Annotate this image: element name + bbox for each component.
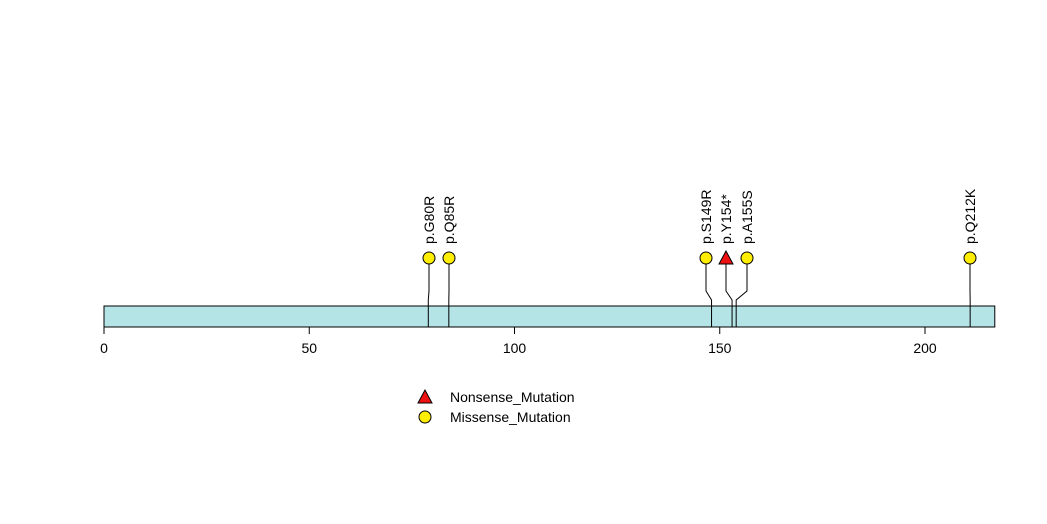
x-tick-label: 200: [913, 340, 937, 356]
mutation-label: p.G80R: [421, 196, 437, 244]
x-tick-label: 100: [503, 340, 527, 356]
missense-mutation-marker: [740, 251, 754, 265]
mutation-label: p.Q85R: [441, 196, 457, 244]
mutation-label: p.S149R: [698, 190, 714, 244]
missense-mutation-marker: [442, 251, 456, 265]
x-tick-label: 150: [708, 340, 732, 356]
lollipop-stem: [705, 258, 713, 327]
lollipop-stem: [735, 258, 748, 327]
x-tick-label: 50: [301, 340, 317, 356]
nonsense-mutation-marker: [718, 249, 734, 265]
missense-mutation-marker: [963, 251, 977, 265]
lollipop-stem: [725, 258, 733, 327]
missense-mutation-marker: [699, 251, 713, 265]
x-tick-label: 0: [100, 340, 108, 356]
missense-mutation-marker: [422, 251, 436, 265]
mutation-label: p.Q212K: [962, 188, 978, 244]
legend-circle-icon: [418, 410, 432, 424]
legend-label: Nonsense_Mutation: [450, 389, 575, 405]
protein-bar: [103, 305, 996, 328]
legend-label: Missense_Mutation: [450, 409, 571, 425]
mutation-label: p.A155S: [739, 190, 755, 244]
mutation-label: p.Y154*: [718, 194, 734, 244]
lollipop-stem: [427, 258, 430, 327]
legend-triangle-icon: [417, 388, 433, 404]
